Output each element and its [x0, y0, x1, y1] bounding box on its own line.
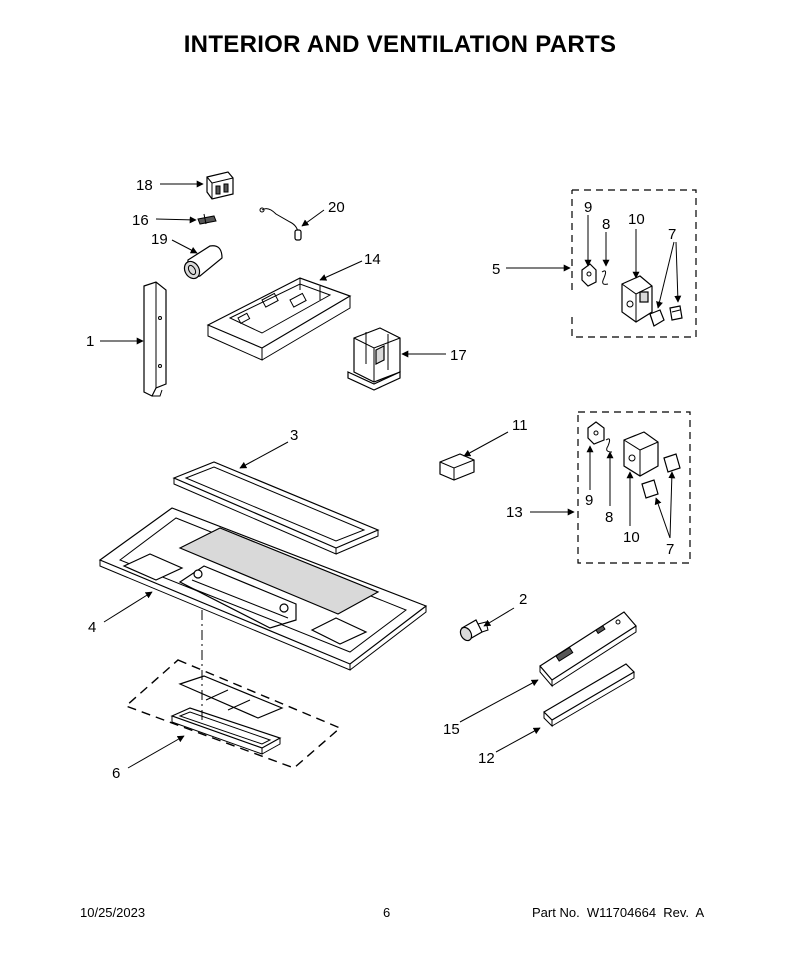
callout-12: 12 — [478, 750, 495, 767]
callout-3: 3 — [290, 427, 298, 444]
part-9-actuator-b — [587, 421, 605, 445]
group-box-5 — [571, 189, 697, 338]
part-10-switch-holder-a — [621, 275, 653, 323]
footer-page-number: 6 — [383, 905, 391, 920]
part-4-vent-panel — [98, 507, 428, 671]
part-6-charcoal-filter — [170, 675, 284, 755]
callout-8-bottom: 8 — [605, 509, 613, 526]
part-2-lamp — [459, 619, 489, 642]
part-7-switch-a1 — [649, 309, 665, 327]
callout-20: 20 — [328, 199, 345, 216]
callout-10-top: 10 — [628, 211, 645, 228]
callout-13: 13 — [506, 504, 523, 521]
footer-date: 10/25/2023 — [80, 905, 146, 920]
callout-9-bottom: 9 — [585, 492, 593, 509]
callout-8-top: 8 — [602, 216, 610, 233]
callout-5: 5 — [492, 261, 500, 278]
callout-16: 16 — [132, 212, 149, 229]
callout-11: 11 — [512, 417, 528, 434]
callout-18: 18 — [136, 177, 153, 194]
part-9-actuator-a — [581, 263, 597, 287]
part-1-bracket — [143, 281, 167, 397]
part-15-bracket — [539, 611, 637, 688]
part-8-spring-b — [605, 438, 613, 453]
part-7-switch-a2 — [669, 305, 683, 321]
part-11-thermal-switch — [439, 453, 475, 481]
callout-2: 2 — [519, 591, 527, 608]
part-10-switch-holder-b — [623, 431, 659, 477]
part-8-spring-a — [601, 270, 609, 285]
callout-7-bottom: 7 — [666, 541, 674, 558]
part-19-capacitor — [183, 245, 223, 280]
part-20-fuse — [259, 207, 302, 241]
part-3-filter — [172, 461, 380, 555]
footer-part-number: Part No. W11704664 Rev. A — [532, 905, 705, 920]
group-box-6 — [124, 659, 342, 769]
group-box-13 — [577, 411, 691, 564]
callout-14: 14 — [364, 251, 381, 268]
callout-7-top: 7 — [668, 226, 676, 243]
part-7-switch-b2 — [641, 479, 659, 499]
part-18-terminal — [206, 171, 234, 200]
callout-15: 15 — [443, 721, 460, 738]
leader-lines — [100, 180, 682, 769]
part-14-plate — [206, 277, 352, 361]
callout-6: 6 — [112, 765, 120, 782]
page-title: INTERIOR AND VENTILATION PARTS — [183, 31, 617, 58]
part-7-switch-b1 — [663, 453, 681, 473]
callout-9-top: 9 — [584, 199, 592, 216]
part-16-clip — [197, 213, 217, 225]
part-12-strip — [543, 663, 635, 728]
callout-4: 4 — [88, 619, 96, 636]
callout-17: 17 — [450, 347, 467, 364]
part-17-transformer — [347, 327, 401, 391]
callout-19: 19 — [151, 231, 168, 248]
callout-1: 1 — [86, 333, 94, 350]
callout-10-bottom: 10 — [623, 529, 640, 546]
